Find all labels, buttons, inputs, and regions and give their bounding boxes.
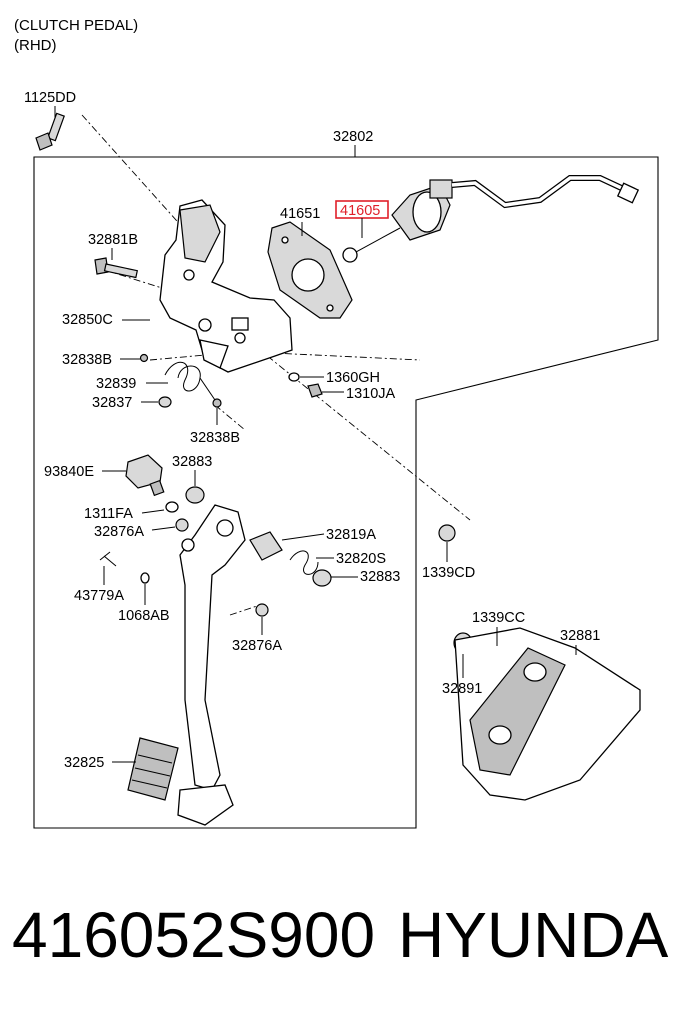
callout-32838B-bottom: 32838B [190, 430, 240, 446]
callout-32891: 32891 [442, 681, 482, 697]
clutch-master-cylinder-41605 [342, 175, 640, 263]
spring-32820S [289, 550, 319, 575]
callout-32825: 32825 [64, 755, 104, 771]
pedal-bracket-32850C [159, 199, 293, 373]
callout-1339CC: 1339CC [472, 610, 525, 626]
bushing-32876A-top [175, 518, 189, 532]
callout-1360GH: 1360GH [326, 370, 380, 386]
callout-1311FA: 1311FA [84, 506, 133, 522]
nut-32838B-top [139, 353, 149, 363]
spring-32839 [164, 361, 216, 401]
callout-32838B-top: 32838B [62, 352, 112, 368]
clutch-pedal-arm-32825 [177, 504, 246, 826]
washer-1068AB [140, 572, 150, 584]
callouts: 1125DD 32802 41651 41605 32881B 32850C 3… [24, 90, 600, 771]
part-number: 416052S900 [12, 899, 376, 971]
clutch-pedal-exploded-diagram: (CLUTCH PEDAL) (RHD) [14, 17, 659, 829]
callout-32837: 32837 [92, 395, 132, 411]
header-line-2: (RHD) [14, 37, 57, 54]
stopper-32876A-bottom [255, 603, 269, 617]
brand-name: HYUNDAI [398, 899, 673, 971]
bushing-32883-right [312, 569, 332, 587]
clutch-switch-93840E [125, 454, 165, 497]
pedal-pad [127, 737, 179, 801]
callout-43779A: 43779A [74, 588, 124, 604]
nut-32838B-bottom [212, 398, 222, 408]
callout-32850C: 32850C [62, 312, 113, 328]
callout-1068AB: 1068AB [118, 608, 170, 624]
callout-1339CD: 1339CD [422, 565, 475, 581]
callout-93840E: 93840E [44, 464, 94, 480]
callout-32883-top: 32883 [172, 454, 212, 470]
callout-1310JA: 1310JA [346, 386, 396, 402]
clip-1360GH [288, 372, 300, 382]
assembly-frame [33, 145, 659, 829]
stopper-1339CD [438, 524, 456, 542]
bushing-32837 [158, 396, 172, 408]
footer: 416052S900 HYUNDAI [0, 880, 673, 1000]
callout-32876A-top: 32876A [94, 524, 144, 540]
bushing-32819A [249, 531, 283, 561]
callout-32883-right: 32883 [360, 569, 400, 585]
header-line-1: (CLUTCH PEDAL) [14, 17, 138, 34]
callout-32881B: 32881B [88, 232, 138, 248]
callout-32819A: 32819A [326, 527, 376, 543]
callout-32802: 32802 [333, 129, 373, 145]
bolt-1125DD [35, 112, 65, 151]
nut-1311FA [165, 501, 179, 513]
callout-41605: 41605 [340, 203, 380, 219]
callout-32839: 32839 [96, 376, 136, 392]
pin-43779A [99, 551, 117, 567]
callout-1125DD: 1125DD [24, 90, 76, 106]
callout-32881: 32881 [560, 628, 600, 644]
callout-41651: 41651 [280, 206, 320, 222]
nut-1310JA [307, 383, 323, 398]
callout-32876A-bottom: 32876A [232, 638, 282, 654]
footrest-32881 [454, 627, 641, 801]
bolt-32881B [94, 257, 139, 279]
callout-32820S: 32820S [336, 551, 386, 567]
bushing-32883-top [185, 486, 205, 504]
gasket-41651 [267, 221, 353, 319]
